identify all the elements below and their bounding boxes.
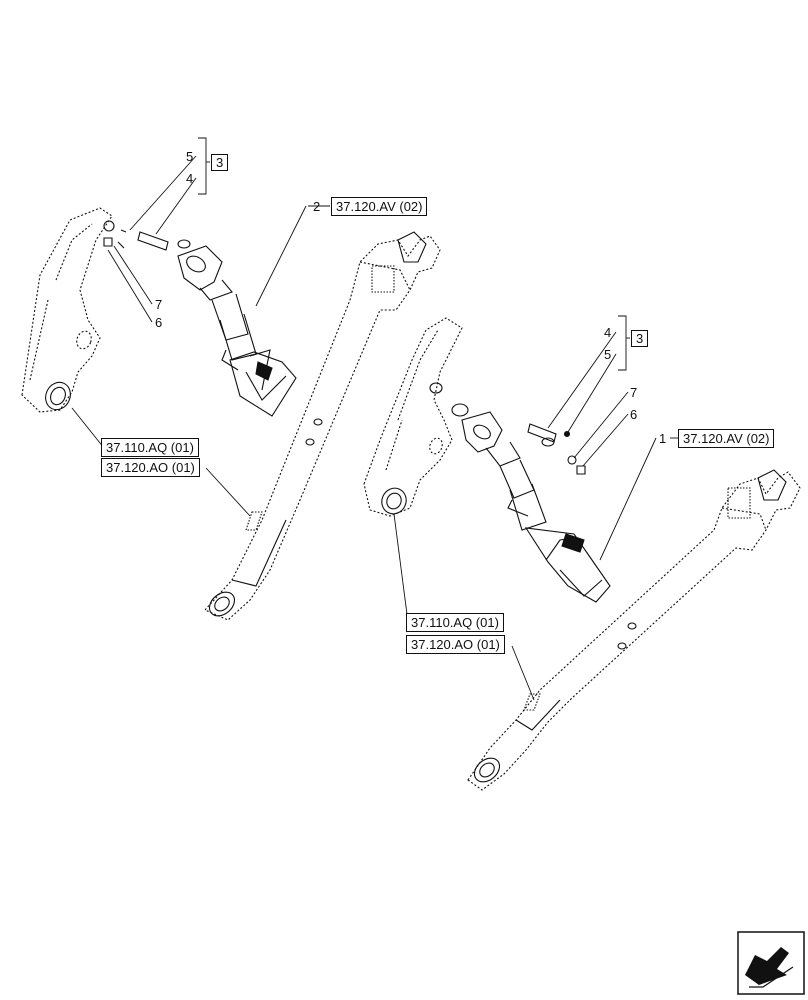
callout-6-left: 6 <box>155 315 163 330</box>
ref-37-110-aq-right[interactable]: 37.110.AQ (01) <box>406 613 504 632</box>
group-ref-3-right: 3 <box>631 330 649 347</box>
callout-5-right: 5 <box>604 347 612 362</box>
next-page-arrow-icon[interactable] <box>737 931 805 995</box>
leader-lines <box>71 137 678 701</box>
ref-37-110-aq-left[interactable]: 37.110.AQ (01) <box>101 438 199 457</box>
callout-1: 1 <box>659 431 667 446</box>
right-top-link <box>451 403 611 603</box>
ref-37-120-ao-right[interactable]: 37.120.AO (01) <box>406 635 505 654</box>
right-lift-arm <box>363 317 463 517</box>
ref-37-120-av-left[interactable]: 37.120.AV (02) <box>331 197 428 216</box>
callout-7-right: 7 <box>630 385 638 400</box>
left-lower-link <box>204 231 441 621</box>
callout-2: 2 <box>313 199 321 214</box>
left-lift-arm-bushing <box>45 330 92 411</box>
callout-7-left: 7 <box>155 297 163 312</box>
left-small-parts <box>103 220 191 251</box>
callout-6-right: 6 <box>630 407 638 422</box>
ref-37-120-ao-left[interactable]: 37.120.AO (01) <box>101 458 200 477</box>
group-ref-3-left: 3 <box>211 154 229 171</box>
callout-5-left: 5 <box>186 149 194 164</box>
left-lift-arm <box>21 207 113 413</box>
ref-37-120-av-right[interactable]: 37.120.AV (02) <box>678 429 775 448</box>
right-lift-arm-bushing <box>381 382 443 515</box>
left-top-link <box>177 245 297 417</box>
right-lower-link <box>467 469 801 791</box>
callout-4-right: 4 <box>604 325 612 340</box>
callout-4-left: 4 <box>186 171 194 186</box>
right-small-parts <box>527 423 586 475</box>
